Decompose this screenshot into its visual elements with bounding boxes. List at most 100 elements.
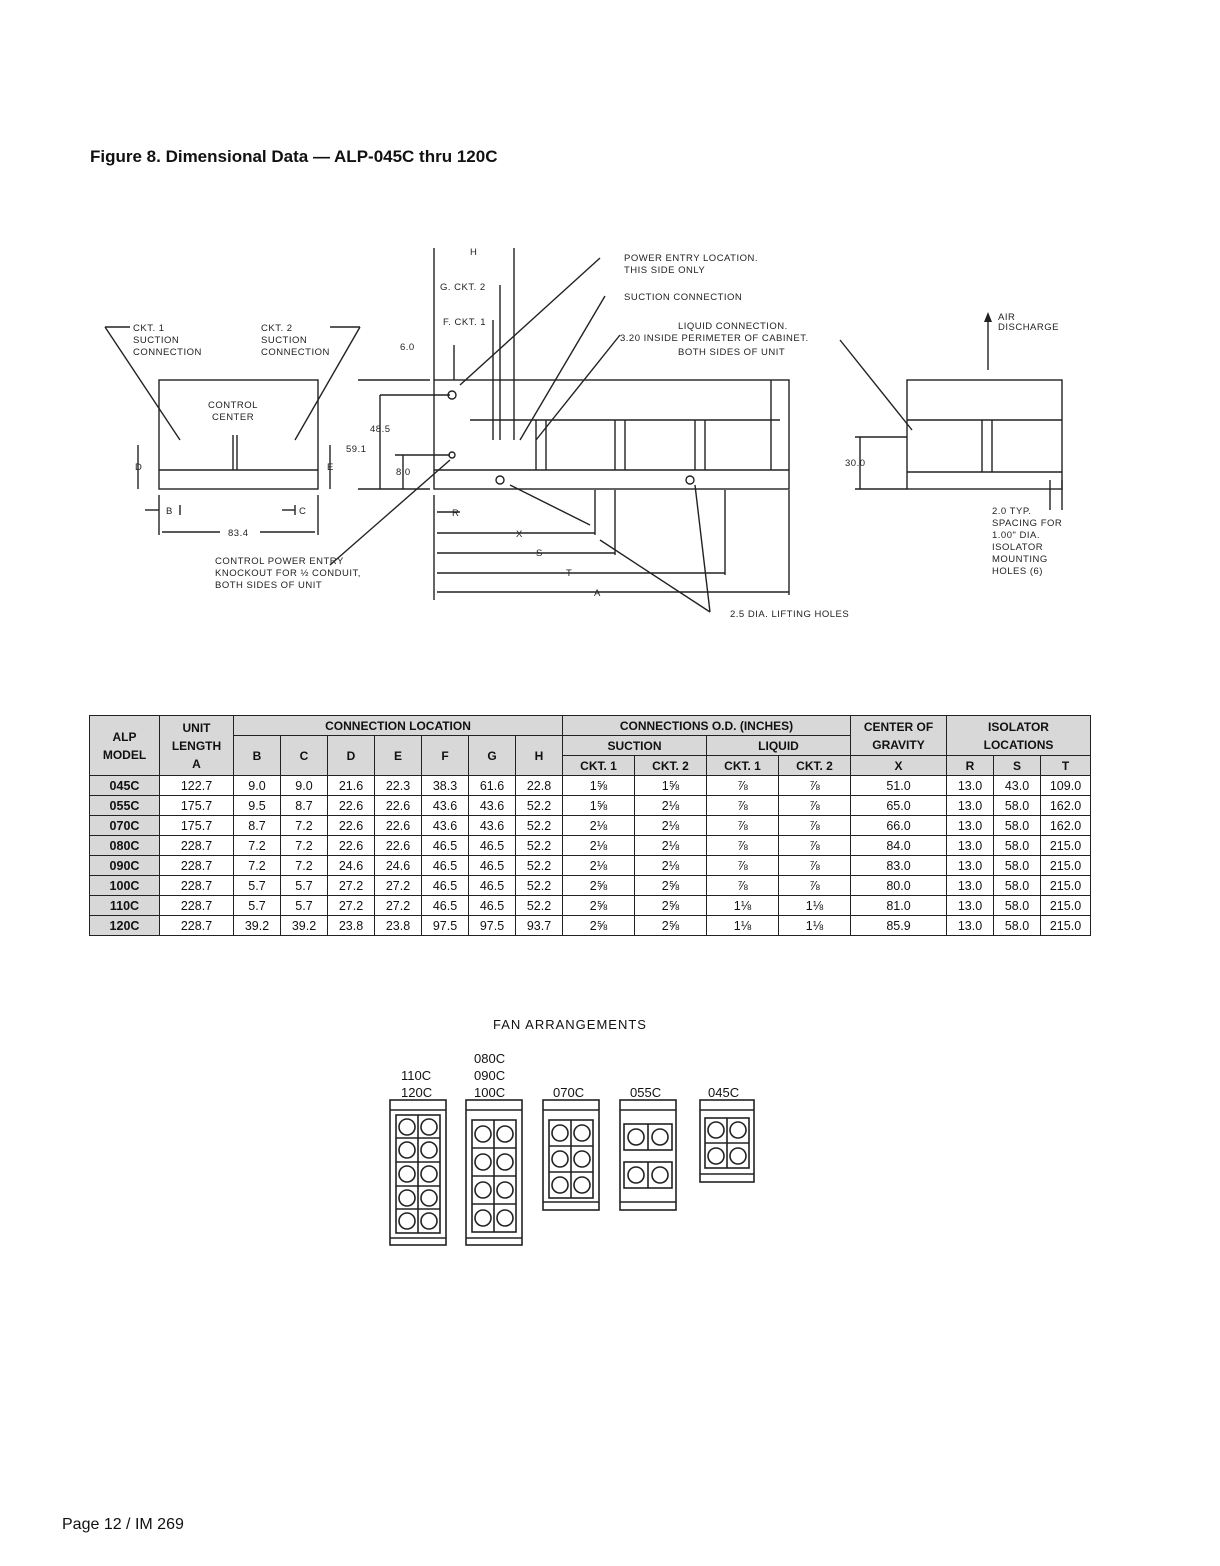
control-center-label-1: CONTROL: [208, 400, 258, 411]
header-e: E: [374, 735, 422, 776]
header-h: H: [515, 735, 563, 776]
table-cell: 58.0: [993, 895, 1041, 916]
power-entry-label-1: POWER ENTRY LOCATION.: [624, 253, 758, 264]
table-cell: ⅞: [706, 875, 779, 896]
table-cell: 22.6: [374, 835, 422, 856]
table-cell: 46.5: [421, 875, 469, 896]
table-cell: ⅞: [778, 775, 851, 796]
dim-80-label: 8.0: [396, 467, 411, 478]
table-cell: 175.7: [159, 795, 234, 816]
ckt1-label-1: CKT. 1: [133, 323, 165, 334]
table-cell: 93.7: [515, 915, 563, 936]
table-cell: 22.3: [374, 775, 422, 796]
table-cell: 58.0: [993, 855, 1041, 876]
dim-g-label: G. CKT. 2: [440, 282, 486, 293]
table-cell: 81.0: [850, 895, 947, 916]
table-cell: 13.0: [946, 815, 994, 836]
table-cell: 13.0: [946, 875, 994, 896]
dim-b-label: B: [166, 506, 173, 517]
model-cell: 080C: [89, 835, 160, 856]
table-cell: 43.6: [421, 795, 469, 816]
ckt2-label-3: CONNECTION: [261, 347, 330, 358]
fan-arrangements-heading: FAN ARRANGEMENTS: [493, 1017, 647, 1032]
table-cell: 228.7: [159, 895, 234, 916]
ckt1-label-3: CONNECTION: [133, 347, 202, 358]
table-cell: 2⅝: [634, 915, 707, 936]
table-cell: 2⅝: [562, 895, 635, 916]
table-cell: 46.5: [468, 875, 516, 896]
header-s: S: [993, 755, 1041, 776]
table-cell: 215.0: [1040, 835, 1091, 856]
table-cell: 7.2: [233, 835, 281, 856]
header-c: C: [280, 735, 328, 776]
header-b: B: [233, 735, 281, 776]
table-cell: 43.0: [993, 775, 1041, 796]
table-cell: 13.0: [946, 775, 994, 796]
isolator-label-3: 1.00" DIA.: [992, 530, 1040, 541]
lifting-holes-label: 2.5 DIA. LIFTING HOLES: [730, 609, 849, 620]
table-cell: ⅞: [778, 795, 851, 816]
table-cell: 9.0: [233, 775, 281, 796]
model-cell: 045C: [89, 775, 160, 796]
header-suction: SUCTION: [562, 735, 707, 756]
table-cell: 22.8: [515, 775, 563, 796]
control-power-label-2: KNOCKOUT FOR ½ CONDUIT,: [215, 568, 361, 579]
table-cell: ⅞: [706, 775, 779, 796]
table-cell: 23.8: [374, 915, 422, 936]
table-cell: 215.0: [1040, 875, 1091, 896]
fan-label-110c-120c: 110C 120C: [401, 1068, 433, 1100]
dim-834-label: 83.4: [228, 528, 249, 539]
ckt2-label-2: SUCTION: [261, 335, 307, 346]
header-r: R: [946, 755, 994, 776]
model-cell: 120C: [89, 915, 160, 936]
table-cell: 8.7: [280, 795, 328, 816]
page-footer: Page 12 / IM 269: [62, 1516, 184, 1533]
table-cell: ⅞: [706, 855, 779, 876]
header-t: T: [1040, 755, 1091, 776]
table-cell: 58.0: [993, 875, 1041, 896]
header-suction-ckt1: CKT. 1: [562, 755, 635, 776]
table-cell: 7.2: [280, 835, 328, 856]
table-cell: 5.7: [280, 875, 328, 896]
dim-c-label: C: [299, 506, 306, 517]
isolator-label-5: MOUNTING: [992, 554, 1048, 565]
header-connection-location: CONNECTION LOCATION: [233, 715, 563, 736]
control-power-label-3: BOTH SIDES OF UNIT: [215, 580, 322, 591]
isolator-label-4: ISOLATOR: [992, 542, 1043, 553]
table-cell: 1⅛: [706, 895, 779, 916]
table-cell: 5.7: [280, 895, 328, 916]
table-cell: 8.7: [233, 815, 281, 836]
control-power-label-1: CONTROL POWER ENTRY: [215, 556, 344, 567]
table-cell: 175.7: [159, 815, 234, 836]
table-cell: 52.2: [515, 855, 563, 876]
table-cell: 97.5: [468, 915, 516, 936]
table-cell: 228.7: [159, 875, 234, 896]
table-cell: 1⅝: [634, 775, 707, 796]
table-cell: 162.0: [1040, 815, 1091, 836]
header-d: D: [327, 735, 375, 776]
table-cell: 13.0: [946, 795, 994, 816]
page-title: Figure 8. Dimensional Data — ALP-045C th…: [90, 147, 498, 166]
dim-r-label: R: [452, 508, 459, 519]
dim-300-label: 30.0: [845, 458, 866, 469]
table-cell: 46.5: [468, 855, 516, 876]
air-discharge-label-1: AIR: [998, 312, 1015, 323]
dim-t-label: T: [566, 568, 572, 579]
ckt2-label-1: CKT. 2: [261, 323, 293, 334]
table-cell: 215.0: [1040, 855, 1091, 876]
table-cell: 2⅛: [634, 835, 707, 856]
table-cell: 7.2: [280, 855, 328, 876]
dimensional-drawing: H G. CKT. 2 F. CKT. 1 6.0 POWER ENTRY LO…: [104, 247, 1063, 620]
table-cell: 2⅛: [562, 855, 635, 876]
header-g: G: [468, 735, 516, 776]
table-cell: 22.6: [374, 815, 422, 836]
